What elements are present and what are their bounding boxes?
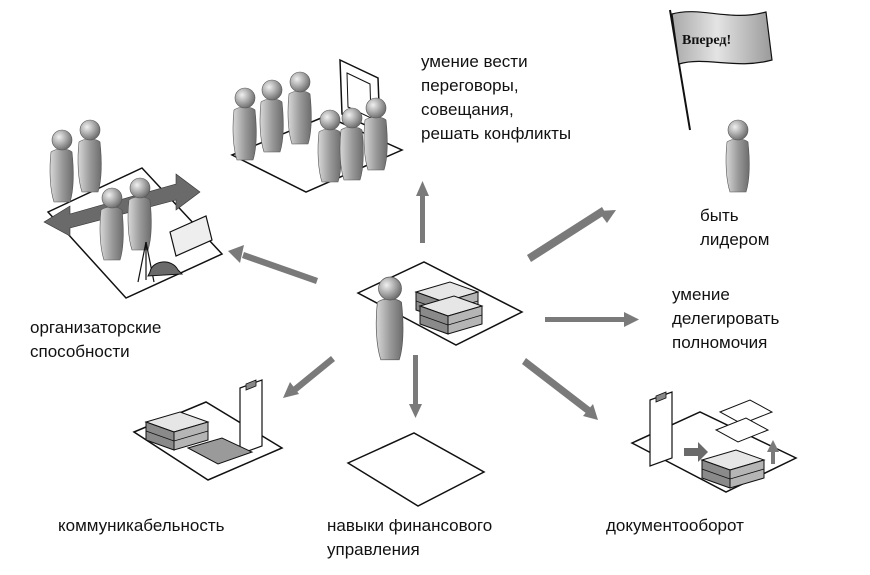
meeting-person-icon	[317, 109, 342, 183]
monitor-icon	[169, 215, 213, 257]
right-arrow-icon	[684, 442, 708, 462]
delegation-label-line: полномочия	[672, 333, 768, 352]
negotiation-label-line: решать конфликты	[421, 124, 572, 143]
delegation-label: умение делегировать полномочия	[672, 283, 779, 355]
communication-label: коммуникабельность	[58, 514, 225, 538]
flag-pole-icon	[669, 9, 691, 131]
left-right-arrow-icon	[43, 173, 201, 237]
arrow-up	[416, 181, 429, 243]
negotiation-label-line: совещания,	[421, 100, 514, 119]
up-arrow-icon	[767, 440, 779, 464]
leadership-label: быть лидером	[700, 204, 769, 252]
leadership-scene: Вперед!	[669, 9, 773, 193]
clipboard-icon	[239, 379, 263, 455]
organization-label-line: способности	[30, 342, 130, 361]
arrows	[228, 181, 639, 420]
documents-scene	[630, 391, 798, 493]
hard-hat-icon	[147, 261, 184, 277]
paper-sheet-icon	[718, 399, 774, 425]
negotiation-label-line: умение вести	[421, 52, 528, 71]
folder-icon	[186, 437, 254, 465]
center-manager-figure	[375, 276, 404, 361]
finance-floor	[346, 432, 486, 507]
arrow-up-right	[527, 207, 616, 262]
organization-label: организаторские способности	[30, 316, 161, 364]
meeting-person-icon	[259, 79, 284, 153]
arrow-down-right	[522, 358, 598, 420]
organizer-person-icon	[99, 187, 124, 261]
arrow-down	[409, 355, 422, 418]
finance-label-line: управления	[327, 540, 420, 559]
documents-clipboard-icon	[649, 391, 673, 467]
negotiation-scene	[230, 58, 404, 193]
communication-scene	[132, 379, 284, 481]
documents-label-line: документооборот	[606, 516, 744, 535]
organization-label-line: организаторские	[30, 318, 162, 337]
arrow-down-left	[283, 356, 335, 398]
meeting-person-icon	[363, 97, 388, 171]
finance-label: навыки финансового управления	[327, 514, 492, 562]
negotiation-label: умение вести переговоры, совещания, реша…	[421, 50, 571, 146]
organizer-person-icon	[77, 119, 102, 193]
finance-label-line: навыки финансового	[327, 516, 493, 535]
negotiation-label-line: переговоры,	[421, 76, 519, 95]
delegation-label-line: умение	[672, 285, 730, 304]
leader-figure-icon	[725, 119, 750, 193]
paper-sheet-icon	[714, 417, 770, 443]
meeting-person-icon	[339, 107, 364, 181]
flag-icon	[671, 11, 773, 65]
leadership-label-line: лидером	[700, 230, 770, 249]
delegation-label-line: делегировать	[672, 309, 780, 328]
documents-label: документооборот	[606, 514, 744, 538]
organizer-person-icon	[49, 129, 74, 203]
organizer-person-icon	[127, 177, 152, 251]
communication-label-line: коммуникабельность	[58, 516, 225, 535]
leadership-label-line: быть	[700, 206, 739, 225]
flag-text: Вперед!	[682, 33, 731, 48]
finance-scene	[346, 432, 486, 507]
arrow-right	[545, 312, 639, 327]
meeting-person-icon	[232, 87, 257, 161]
organization-scene	[43, 119, 224, 299]
meeting-person-icon	[287, 71, 312, 145]
arrow-left	[228, 245, 318, 284]
center-manager-group	[356, 261, 524, 361]
